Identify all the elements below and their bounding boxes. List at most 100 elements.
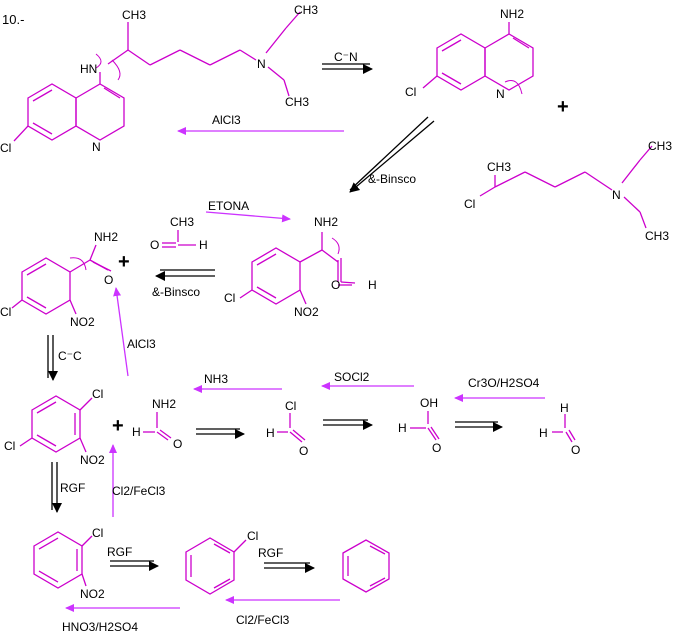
- benzene: [342, 539, 390, 593]
- target-cl: Cl: [0, 141, 11, 155]
- reagent-cl2fecl3-up: Cl2/FeCl3: [112, 484, 166, 498]
- reagent-cyanide: C⁻N: [334, 50, 358, 64]
- forward-arrow-etona: [205, 211, 291, 223]
- reagent-rgf-down: RGF: [60, 481, 85, 495]
- chloronitrobenzene: Cl NO2: [33, 526, 105, 601]
- formamide: NH2 H O: [132, 397, 182, 451]
- acetaldehyde-ch3: CH3: [170, 215, 194, 229]
- reagent-cro3: Cr3O/H2SO4: [468, 376, 540, 390]
- reagent-etona: ETONA: [208, 199, 249, 213]
- retro-arrow-rgf-1: [110, 560, 159, 571]
- retro-arrow-cn: [322, 63, 373, 74]
- reagent-alcl3-mid: AlCl3: [127, 337, 156, 351]
- retro-arrow-formylcl: [323, 419, 373, 430]
- cnb-no2: NO2: [80, 587, 105, 601]
- cb-ring: [185, 537, 235, 595]
- chloropentyl-diethylamine: CH3 Cl N CH3 CH3: [464, 139, 672, 243]
- target-ch3-ethyl1: CH3: [294, 3, 318, 17]
- dcn-cl-left: Cl: [4, 439, 15, 453]
- fa-oh: OH: [420, 396, 438, 410]
- target-ch3-top: CH3: [122, 8, 146, 22]
- cna-o: O: [104, 273, 113, 287]
- chloronitro-amide: NH2 O Cl NO2: [0, 230, 118, 329]
- reagent-socl2: SOCl2: [334, 370, 370, 384]
- target-ch3-ethyl2: CH3: [285, 95, 309, 109]
- reagent-rgf-2: RGF: [258, 546, 283, 560]
- chlorobenzene: Cl: [185, 529, 258, 595]
- nea-no2: NO2: [294, 305, 319, 319]
- target-amine-n: N: [257, 57, 266, 71]
- formamide-h: H: [132, 425, 141, 439]
- formaldehyde: H H O: [539, 401, 580, 457]
- retro-arrow-formamide: [196, 428, 245, 439]
- nea-h: H: [368, 278, 377, 292]
- plus-top: +: [557, 96, 569, 118]
- fm-h-top: H: [560, 401, 569, 415]
- retro-arrow-down-rgf: [51, 462, 62, 513]
- cb-cl: Cl: [247, 529, 258, 543]
- retro-arrow-down-cc: [47, 335, 58, 381]
- cna-ring: [21, 257, 71, 315]
- aq-benzo-ring: [436, 33, 486, 91]
- cnb-cl: Cl: [92, 526, 103, 540]
- plus-mid: +: [118, 251, 130, 273]
- retro-arrow-rgf-2: [264, 562, 315, 573]
- formamide-nh2: NH2: [152, 397, 176, 411]
- aq-ring-n: N: [496, 87, 505, 101]
- reagent-cl2fecl3-bottom: Cl2/FeCl3: [236, 613, 290, 627]
- formamide-o: O: [173, 437, 182, 451]
- target-benzo-ring: [27, 83, 77, 141]
- dichloronitrobenzene: Cl Cl NO2: [4, 387, 105, 467]
- fm-h-left: H: [539, 426, 548, 440]
- acetaldehyde-o: O: [150, 238, 159, 252]
- target-hn: HN: [80, 62, 97, 76]
- reagent-hno3: HNO3/H2SO4: [62, 620, 138, 634]
- nea-nh2: NH2: [314, 215, 338, 229]
- cpa-cl: Cl: [464, 197, 475, 211]
- benzene-ring: [342, 539, 390, 593]
- nea-ring: [251, 247, 301, 305]
- cpa-ch3-ethyl2: CH3: [645, 229, 669, 243]
- target-ring-n: N: [92, 140, 101, 154]
- acetaldehyde: CH3 O H: [150, 215, 208, 252]
- plus-lower: +: [112, 415, 124, 437]
- fm-o: O: [571, 443, 580, 457]
- cpa-n: N: [612, 188, 621, 202]
- reagent-carbanion: C⁻C: [58, 349, 82, 363]
- acetaldehyde-h: H: [199, 238, 208, 252]
- fa-h: H: [398, 421, 407, 435]
- cna-no2: NO2: [70, 315, 95, 329]
- reagent-alcl3-top: AlCl3: [212, 113, 241, 127]
- aminochloroquinoline: NH2 Cl N: [405, 7, 534, 101]
- dcn-ring: [31, 395, 81, 453]
- formyl-chloride: Cl H O: [266, 399, 308, 458]
- aq-cl: Cl: [405, 85, 416, 99]
- reagent-rgf-1: RGF: [107, 545, 132, 559]
- reagent-binsco-left: &-Binsco: [152, 285, 200, 299]
- fc-o: O: [299, 444, 308, 458]
- cpa-ch3-top: CH3: [487, 160, 511, 174]
- fa-o: O: [432, 441, 441, 455]
- retro-arrow-left-binsco: [155, 269, 215, 281]
- cna-cl: Cl: [0, 305, 11, 319]
- forward-arrow-alcl3-mid: [113, 287, 129, 377]
- nitro-enamine-aldehyde: NH2 O H Cl NO2: [224, 215, 377, 319]
- target-pyridine-ring: [75, 83, 125, 141]
- nea-o: O: [331, 278, 340, 292]
- reagent-nh3: NH3: [204, 372, 228, 386]
- aq-nh2: NH2: [500, 7, 524, 21]
- aq-pyridine-ring: [484, 33, 534, 91]
- cna-nh2: NH2: [94, 230, 118, 244]
- dcn-no2: NO2: [80, 453, 105, 467]
- dcn-cl-top: Cl: [92, 387, 103, 401]
- cnb-ring: [33, 531, 83, 589]
- cpa-ch3-ethyl1: CH3: [648, 139, 672, 153]
- retro-arrow-diagonal: [349, 116, 435, 193]
- retro-arrow-formic: [455, 421, 503, 432]
- fc-cl: Cl: [285, 399, 296, 413]
- formic-acid: OH H O: [398, 396, 441, 455]
- nea-cl: Cl: [224, 291, 235, 305]
- target-chloroquine: CH3 HN N CH3 CH3 Cl N: [0, 3, 318, 155]
